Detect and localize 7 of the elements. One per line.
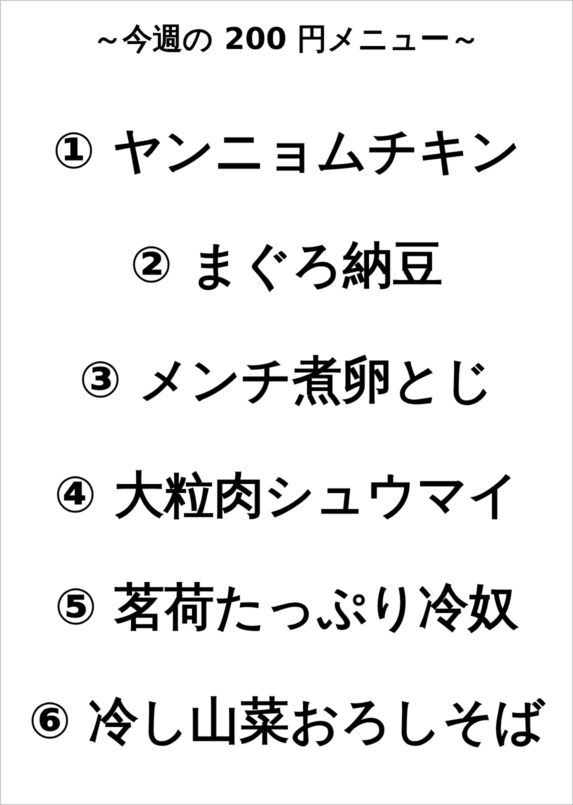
menu-item: ⑤ 茗荷たっぷり冷奴: [54, 577, 520, 638]
menu-item: ③ メンチ煮卵とじ: [78, 350, 495, 411]
menu-item: ④ 大粒肉シュウマイ: [53, 465, 520, 526]
menu-title: ～今週の 200 円メニュー～: [92, 21, 482, 59]
menu-item: ① ヤンニョムチキン: [52, 121, 522, 182]
menu-item: ② まぐろ納豆: [129, 235, 444, 296]
menu-item: ⑥ 冷し山菜おろしそば: [28, 691, 546, 752]
